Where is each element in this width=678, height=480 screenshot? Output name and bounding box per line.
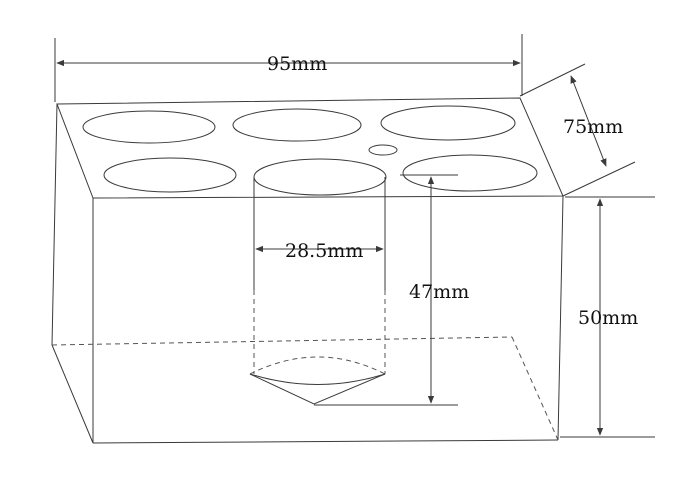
hole-depth-label: 47mm (409, 281, 469, 303)
small-hole (368, 144, 398, 156)
diameter-label: 28.5mm (285, 240, 363, 262)
left-back-edge (51, 103, 58, 346)
well-bottom-back (249, 356, 386, 375)
hole-back-3 (380, 105, 516, 141)
hole-front-1 (103, 157, 237, 193)
hole-back-2 (232, 108, 362, 142)
height-label: 50mm (578, 307, 638, 329)
front-right-edge (557, 195, 564, 441)
rack-block (51, 97, 564, 444)
width-label: 95mm (267, 53, 327, 75)
front-bottom-edge (92, 439, 559, 444)
depth-label: 75mm (563, 116, 623, 138)
dim-height: 50mm (560, 196, 655, 438)
hole-front-3 (402, 154, 538, 192)
well-bottom-front (249, 373, 386, 385)
top-holes (82, 105, 538, 196)
hole-back-1 (82, 110, 216, 144)
left-bottom-edge (51, 344, 94, 444)
top-face (56, 97, 564, 199)
depth-dimension-line (570, 75, 607, 167)
dim-hole-depth: 47mm (314, 174, 469, 406)
well-cone-bottom (249, 373, 386, 405)
dim-depth: 75mm (519, 63, 636, 197)
tube-well (249, 177, 386, 405)
hidden-back-bottom-edge (51, 336, 513, 346)
hole-front-2 (253, 158, 387, 196)
dim-width: 95mm (54, 34, 523, 102)
dim-hole-diameter: 28.5mm (255, 240, 384, 262)
hidden-right-bottom-edge (511, 336, 559, 441)
